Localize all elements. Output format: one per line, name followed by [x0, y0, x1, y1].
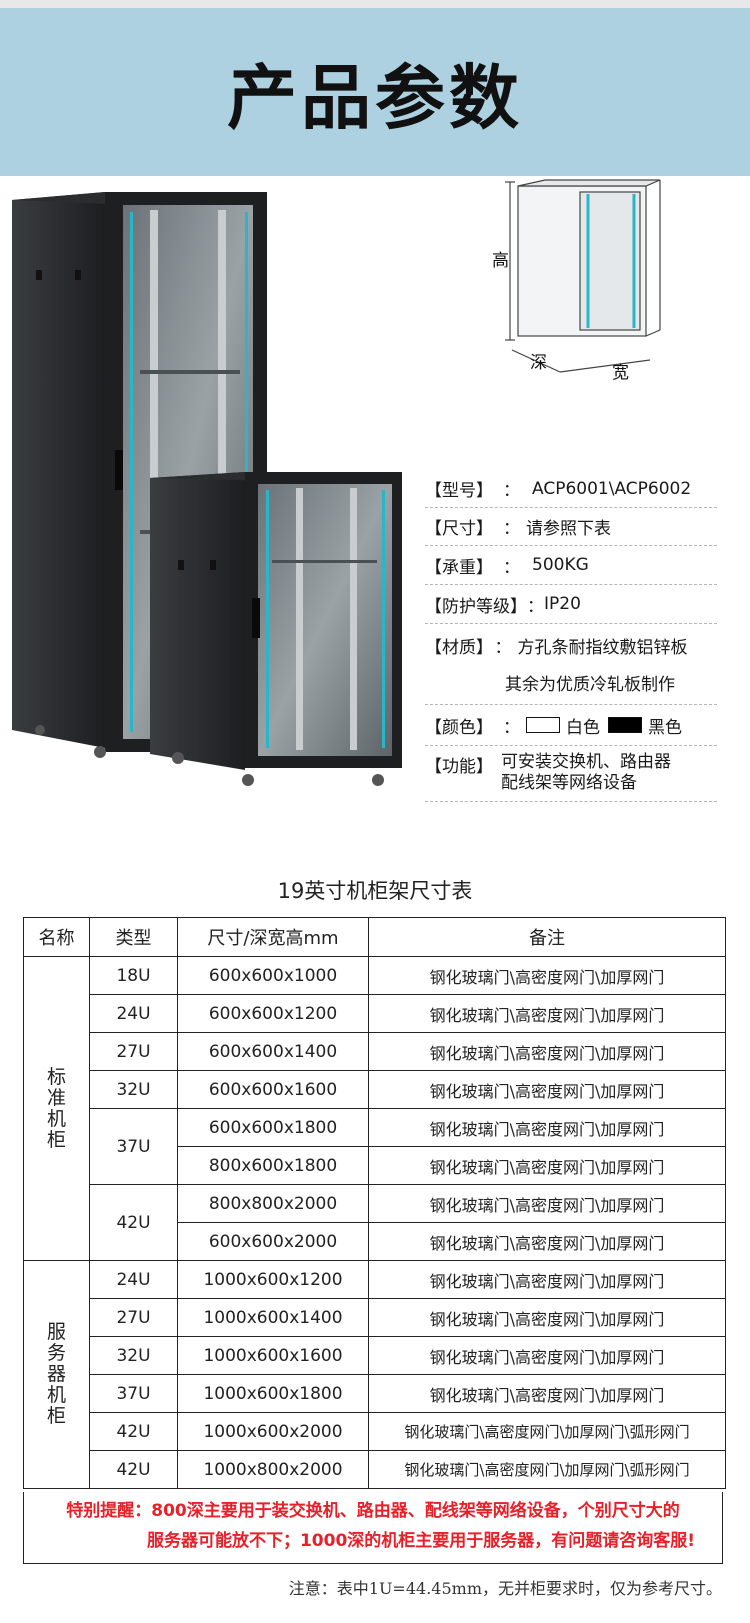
header-name: 名称	[23, 917, 90, 957]
table-row: 27U 600x600x1400 钢化玻璃门\高密度网门\加厚网门	[24, 1032, 726, 1071]
spec-load: 【承重】： 500KG	[425, 546, 717, 585]
table-row: 800x600x1800 钢化玻璃门\高密度网门\加厚网门	[24, 1146, 726, 1185]
table-header-row: 名称 类型 尺寸/深宽高mm 备注	[23, 917, 726, 957]
warning-notice: 特别提醒：800深主要用于装交换机、路由器、配线架等网络设备，个别尺寸大的 服务…	[23, 1492, 723, 1564]
table-row: 服务器机柜 24U 1000x600x1200 钢化玻璃门\高密度网门\加厚网门	[23, 1260, 726, 1489]
header-type: 类型	[89, 917, 178, 957]
header-size: 尺寸/深宽高mm	[177, 917, 369, 957]
spec-protection: 【防护等级】： IP20	[425, 585, 717, 624]
depth-label: 深	[530, 353, 547, 373]
dimension-table: 名称 类型 尺寸/深宽高mm 备注 标准机柜 18U 600x600x1000 …	[23, 917, 726, 1489]
product-illustration: 高 深 宽	[12, 179, 661, 786]
table-row: 37U 600x600x1800 钢化玻璃门\高密度网门\加厚网门	[24, 1108, 726, 1185]
width-label: 宽	[612, 363, 629, 383]
page-title: 产品参数	[227, 57, 523, 139]
group-standard-cabinet: 标准机柜	[23, 956, 90, 1261]
dimension-diagram	[505, 179, 661, 373]
table-row: 37U 1000x600x1800 钢化玻璃门\高密度网门\加厚网门	[24, 1374, 726, 1413]
spec-size: 【尺寸】： 请参照下表	[425, 508, 717, 546]
spec-list: 【型号】： ACP6001\ACP6002 【尺寸】： 请参照下表 【承重】： …	[425, 470, 717, 802]
tall-cabinet-image	[12, 192, 268, 758]
spec-model: 【型号】： ACP6001\ACP6002	[425, 470, 717, 508]
table-row: 32U 1000x600x1600 钢化玻璃门\高密度网门\加厚网门	[24, 1336, 726, 1375]
table-row: 32U 600x600x1600 钢化玻璃门\高密度网门\加厚网门	[24, 1070, 726, 1109]
white-swatch	[526, 717, 560, 733]
table-row: 42U 1000x600x2000 钢化玻璃门\高密度网门\加厚网门\弧形网门	[24, 1412, 726, 1451]
title-banner: 产品参数	[0, 8, 750, 176]
table-row: 24U 600x600x1200 钢化玻璃门\高密度网门\加厚网门	[24, 994, 726, 1033]
table-title: 19英寸机柜架尺寸表	[277, 879, 473, 903]
short-cabinet-image	[150, 472, 402, 786]
table-row: 27U 1000x600x1400 钢化玻璃门\高密度网门\加厚网门	[24, 1298, 726, 1337]
table-row: 标准机柜 18U 600x600x1000 钢化玻璃门\高密度网门\加厚网门	[23, 956, 726, 1261]
top-divider	[0, 0, 750, 8]
group-server-cabinet: 服务器机柜	[23, 1260, 90, 1489]
black-swatch	[608, 717, 642, 733]
spec-function: 【功能】 可安装交换机、路由器 配线架等网络设备	[425, 746, 717, 802]
header-note: 备注	[368, 917, 726, 957]
footnote: 注意：表中1U=44.45mm，无并柜要求时，仅为参考尺寸。	[288, 1579, 722, 1598]
spec-material: 【材质】：方孔条耐指纹敷铝锌板 其余为优质冷轧板制作	[425, 624, 717, 705]
height-label: 高	[492, 251, 509, 271]
spec-color: 【颜色】： 白色 黑色	[425, 705, 717, 746]
table-row: 42U 1000x800x2000 钢化玻璃门\高密度网门\加厚网门\弧形网门	[24, 1450, 726, 1489]
table-row: 600x600x2000 钢化玻璃门\高密度网门\加厚网门	[24, 1222, 726, 1261]
table-row: 42U 800x800x2000 钢化玻璃门\高密度网门\加厚网门	[24, 1184, 726, 1261]
